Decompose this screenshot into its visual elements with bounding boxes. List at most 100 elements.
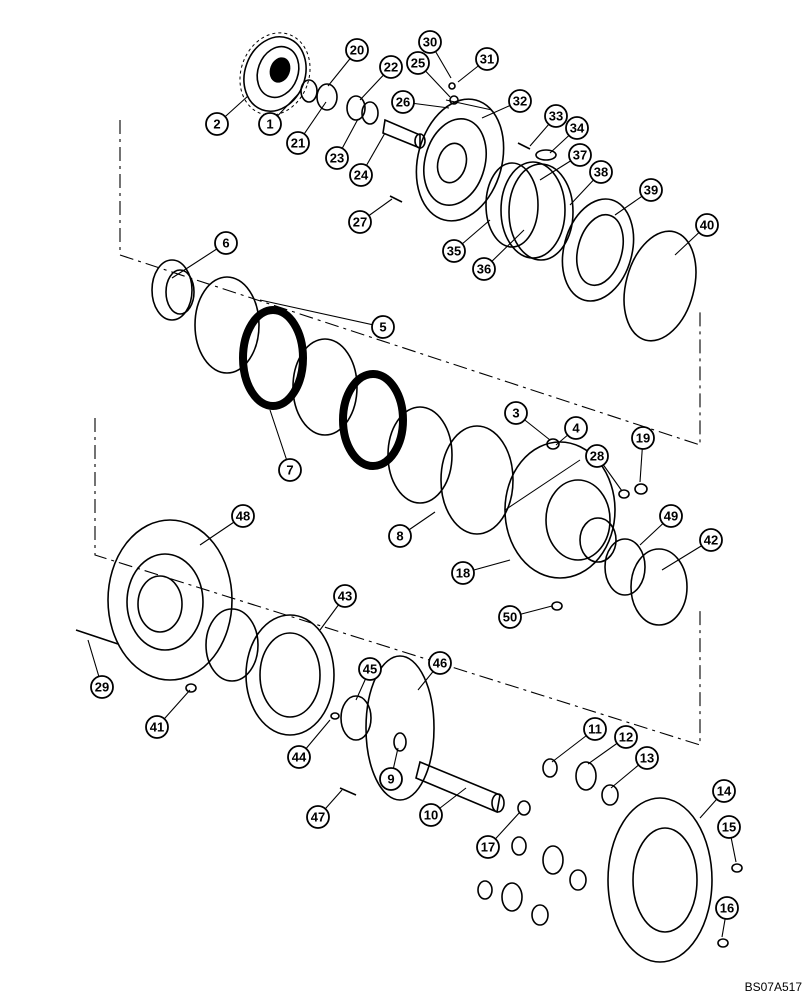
shaft-part — [382, 118, 426, 150]
piston-part — [561, 198, 635, 302]
callout-number: 9 — [387, 772, 394, 787]
bolt-part — [339, 787, 357, 796]
callout-circle — [371, 315, 395, 339]
snap-ring-part — [511, 836, 527, 856]
seal-part — [604, 538, 646, 596]
callout-29: 29 — [90, 675, 114, 699]
callout-number: 27 — [353, 215, 367, 230]
callout-number: 20 — [350, 43, 364, 58]
sprocket-part — [239, 32, 311, 116]
callout-number: 31 — [480, 52, 494, 67]
callout-number: 17 — [481, 840, 495, 855]
callout-number: 50 — [503, 610, 517, 625]
callout-circle — [349, 163, 373, 187]
callout-number: 10 — [424, 808, 438, 823]
bearing-part — [569, 869, 587, 891]
callout-number: 15 — [722, 820, 736, 835]
snap-ring-part — [300, 79, 318, 103]
callout-circle — [278, 458, 302, 482]
callout-number: 28 — [590, 449, 604, 464]
callout-circle — [442, 239, 466, 263]
bearing-part — [531, 904, 549, 926]
callout-number: 5 — [379, 320, 386, 335]
callout-26: 26 — [391, 90, 415, 114]
callout-40: 40 — [695, 213, 719, 237]
callout-23: 23 — [325, 146, 349, 170]
callout-circle — [498, 605, 522, 629]
callout-circle — [90, 675, 114, 699]
callout-number: 47 — [311, 810, 325, 825]
plug-part — [546, 438, 560, 450]
callout-20: 20 — [345, 38, 369, 62]
callout-number: 18 — [456, 566, 470, 581]
callout-circle — [287, 745, 311, 769]
pin-part — [517, 142, 531, 150]
snap-ring-part — [542, 758, 558, 778]
callout-number: 1 — [266, 117, 273, 132]
bearing-part — [630, 548, 688, 626]
callout-9: 9 — [379, 767, 403, 791]
steel-plate-part — [387, 406, 453, 504]
callout-number: 43 — [338, 589, 352, 604]
carrier-part — [245, 614, 335, 736]
callout-18: 18 — [451, 561, 475, 585]
callout-12: 12 — [614, 725, 638, 749]
washer-part — [517, 800, 531, 816]
callout-number: 7 — [286, 463, 293, 478]
callout-number: 45 — [363, 662, 377, 677]
leader-line — [259, 299, 384, 328]
snap-ring-part — [393, 732, 407, 752]
callout-19: 19 — [631, 426, 655, 450]
callout-number: 35 — [447, 244, 461, 259]
callout-circle — [345, 38, 369, 62]
callout-5: 5 — [371, 315, 395, 339]
callout-30: 30 — [418, 30, 442, 54]
callout-number: 46 — [433, 656, 447, 671]
callout-number: 36 — [477, 262, 491, 277]
callout-number: 41 — [150, 720, 164, 735]
callout-21: 21 — [286, 131, 310, 155]
callout-number: 22 — [384, 60, 398, 75]
callout-circle — [659, 504, 683, 528]
fitting-part — [634, 483, 648, 495]
callout-48: 48 — [231, 504, 255, 528]
callout-number: 37 — [573, 148, 587, 163]
callout-circle — [231, 504, 255, 528]
pressure-plate-part — [440, 425, 514, 535]
callout-circle — [325, 146, 349, 170]
callout-number: 48 — [236, 509, 250, 524]
callout-circle — [348, 210, 372, 234]
callout-39: 39 — [639, 178, 663, 202]
end-cover-part — [607, 797, 713, 963]
steel-plate-part — [194, 276, 260, 374]
fitting-part — [449, 95, 459, 105]
callout-circle — [419, 803, 443, 827]
callout-8: 8 — [388, 524, 412, 548]
callout-28: 28 — [585, 444, 609, 468]
washer-part — [618, 489, 630, 499]
bolt-part — [75, 629, 119, 645]
callout-16: 16 — [715, 896, 739, 920]
callout-45: 45 — [358, 657, 382, 681]
callout-number: 19 — [636, 431, 650, 446]
callout-42: 42 — [699, 528, 723, 552]
callout-number: 30 — [423, 35, 437, 50]
callout-number: 44 — [292, 750, 307, 765]
callout-circle — [428, 651, 452, 675]
callout-circle — [715, 896, 739, 920]
planet-gear-part — [575, 761, 597, 791]
callout-number: 23 — [330, 151, 344, 166]
planet-gear-part — [542, 845, 564, 875]
callout-number: 39 — [644, 183, 658, 198]
callout-circle — [504, 401, 528, 425]
callout-13: 13 — [635, 746, 659, 770]
callout-group: 1234567891011121314151617181920212223242… — [90, 30, 741, 920]
callout-37: 37 — [568, 143, 592, 167]
callout-22: 22 — [379, 55, 403, 79]
callout-circle — [564, 416, 588, 440]
callout-number: 21 — [291, 136, 305, 151]
seal-part — [535, 149, 557, 161]
callout-number: 26 — [396, 95, 410, 110]
callout-circle — [379, 55, 403, 79]
